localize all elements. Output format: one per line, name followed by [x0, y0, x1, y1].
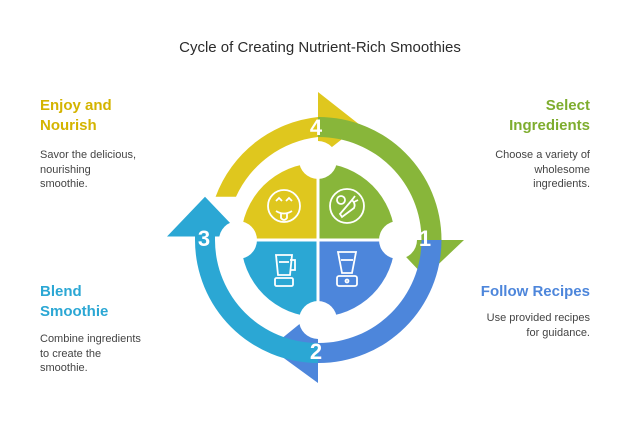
step-number-2: 2: [310, 339, 322, 364]
blender-icon: [336, 251, 358, 287]
tongue-out-face-icon: [267, 189, 301, 223]
step-3-description: Combine ingredients to create the smooth…: [40, 333, 141, 374]
step-number-1: 1: [419, 226, 431, 251]
step-number-4: 4: [310, 115, 323, 140]
step-2-heading: Follow Recipes: [480, 283, 590, 300]
vegetables-icon: [329, 188, 365, 224]
step-number-3: 3: [198, 226, 210, 251]
diagram-title: Cycle of Creating Nutrient-Rich Smoothie…: [179, 39, 461, 56]
step-3-heading: Blend Smoothie: [40, 283, 109, 320]
quadrant-step-4: [241, 163, 318, 240]
arrow-step-3: [167, 196, 318, 363]
step-1-heading: Select Ingredients: [509, 97, 590, 134]
step-4-heading: Enjoy and Nourish: [40, 97, 112, 134]
step-4-description: Savor the delicious, nourishing smoothie…: [40, 149, 136, 190]
step-1-description: Choose a variety of wholesome ingredient…: [495, 149, 590, 190]
arrow-step-1: [318, 116, 464, 277]
step-2-description: Use provided recipes for guidance.: [486, 312, 590, 339]
smoothie-blender-icon: [274, 254, 296, 287]
